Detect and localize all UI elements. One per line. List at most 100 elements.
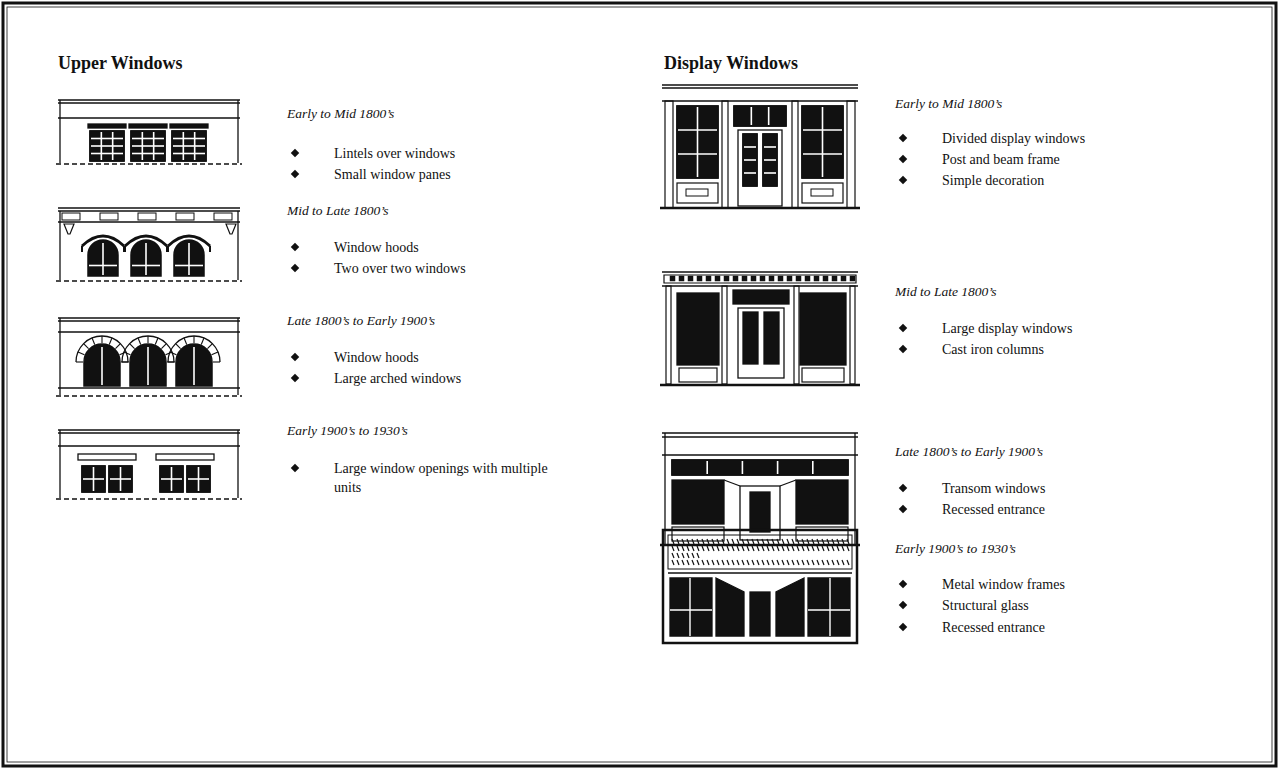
sketch-line [662,285,858,287]
sketch-line [803,153,842,155]
sketch-line [697,546,699,551]
sketch-line [702,560,704,565]
sketch-rect [742,276,747,281]
sketch-line [757,560,759,565]
sketch-line [792,546,794,551]
sketch-line [687,553,689,558]
sketch-line [660,207,860,210]
sketch-rect [160,466,183,492]
sketch-line [58,429,240,431]
sketch-line [59,318,60,395]
sketch-rect [129,124,167,128]
sketch-path [776,578,804,636]
sketch-line [672,560,674,565]
sketch-rect [90,131,124,161]
sketch-line [822,107,824,177]
sketch-line [682,560,684,565]
sketch-line [173,145,205,147]
sketch-rect [778,276,783,281]
sketch-line [662,271,858,273]
bullet-item: Large display windows [898,319,1072,338]
sketch-line [91,138,123,140]
sketch-line [727,546,729,551]
sketch-line [121,361,128,362]
sketch-rect [82,466,105,492]
sketch-line [697,553,699,558]
sketch-line [58,221,240,222]
sketch-line [672,546,674,551]
sketch-line [662,100,858,102]
sketch-line [767,539,769,544]
sketch-line [802,546,804,551]
sketch-rect [131,131,165,161]
sketch-rect [802,368,844,382]
sketch-line [712,560,714,565]
sketch-rect [88,124,126,128]
sketch-rect [800,293,846,365]
sketch-line [812,539,814,544]
sketch-line [807,539,809,544]
sketch-line [752,546,754,551]
bullet-item: Large window openings with multiple unit… [290,459,564,497]
sketch-path [670,578,712,636]
sketch-line [58,445,240,447]
sketch-line [682,553,684,558]
bullet-item: Simple decoration [898,171,1044,190]
sketch-line [847,560,849,565]
bullet-item: Structural glass [898,596,1029,615]
sketch-rect [743,312,758,364]
sketch-line [706,461,708,474]
sketch-line [782,546,784,551]
sketch-rect [131,131,165,161]
period-label: Mid to Late 1800’s [895,282,996,301]
period-label: Early 1900’s to 1930’s [895,539,1016,558]
sketch-rect [3,3,1276,766]
sketch-line [662,87,858,88]
sketch-line [747,546,749,551]
sketch-rect [670,276,675,281]
sketch-line [122,361,129,362]
section-heading: Display Windows [664,52,798,74]
sketch-line [787,539,789,544]
sketch-line [837,539,839,544]
sketch-path [176,344,212,386]
sketch-line [752,560,754,565]
sketch-line [777,539,779,544]
sketch-line [677,539,679,544]
sketch-line [175,265,203,267]
sketch-line [201,338,204,344]
period-label: Early 1900’s to 1930’s [287,421,408,440]
sketch-line [682,539,684,544]
sketch-line [212,352,218,355]
sketch-line [707,560,709,565]
sketch-line [737,560,739,565]
sketch-line [829,578,830,636]
sketch-line [687,560,689,565]
sketch-rect [170,124,208,128]
sketch-line [762,560,764,565]
sketch-rect [677,106,718,178]
sketch-line [742,560,744,565]
sketch-rect [722,286,727,384]
period-label: Late 1800’s to Early 1900’s [895,442,1043,461]
sketch-line [837,546,839,551]
sketch-line [664,433,665,545]
sketch-line [727,539,729,544]
sketch-rect [672,480,724,524]
sketch-rect [740,486,780,540]
sketch-line [58,432,240,433]
sketch-line [91,153,123,155]
sketch-rect [796,480,848,524]
sketch-rect [764,312,779,364]
sketch-path [664,275,856,283]
sketch-rect [706,276,711,281]
sketch-line [110,478,131,480]
bullet-item: Window hoods [290,238,419,257]
sketch-line [687,539,689,544]
sketch-line [762,546,764,551]
bullet-item: Cast iron columns [898,340,1044,359]
sketch-line [168,361,175,362]
sketch-line [176,344,181,349]
sketch-path [88,240,118,276]
